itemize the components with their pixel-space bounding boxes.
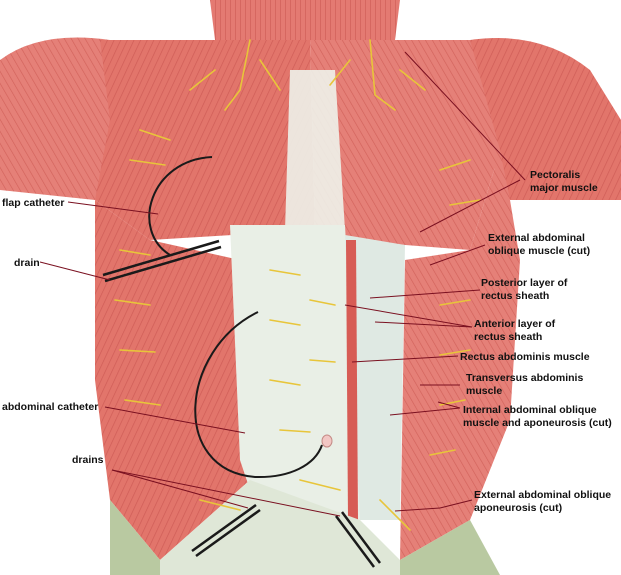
leader-lines	[39, 51, 526, 517]
drain-lower-left-a	[195, 508, 261, 558]
label-internal-oblique: Internal abdominal oblique muscle and ap…	[463, 404, 612, 429]
drain-upper-a	[104, 245, 222, 283]
right-pectoralis	[310, 40, 500, 250]
right-flank	[400, 150, 520, 560]
drain-lower-left-b	[191, 503, 257, 553]
annotations: Pectoralis major muscle External abdomin…	[2, 169, 614, 514]
label-anterior-sheath: Anterior layer of rectus sheath	[474, 318, 558, 343]
thigh-right	[400, 520, 500, 575]
thigh-left	[110, 500, 160, 575]
rectus-muscle-strip	[346, 240, 358, 520]
label-external-oblique-aponeurosis: External abdominal oblique aponeurosis (…	[474, 489, 614, 514]
nerves	[114, 39, 481, 531]
left-pectoralis	[95, 40, 315, 240]
umbilicus	[321, 434, 333, 448]
label-transversus: Transversus abdominis muscle	[466, 372, 586, 397]
sternum-fascia	[285, 70, 345, 250]
groin	[160, 480, 400, 575]
abdominal-catheter	[194, 311, 323, 479]
drain-lower-right-a	[334, 515, 376, 568]
left-flank	[95, 200, 250, 560]
rectus-sheath	[345, 235, 405, 520]
neck	[210, 0, 400, 40]
label-rectus: Rectus abdominis muscle	[460, 351, 590, 363]
label-abdominal-catheter: abdominal catheter	[2, 401, 98, 413]
label-external-oblique-cut: External abdominal oblique muscle (cut)	[488, 232, 590, 257]
label-drain: drain	[14, 257, 40, 269]
left-deltoid	[0, 37, 135, 200]
drain-lower-right-b	[340, 511, 382, 564]
label-flap-catheter: flap catheter	[2, 197, 64, 209]
flap-catheter	[148, 156, 213, 256]
label-posterior-sheath: Posterior layer of rectus sheath	[481, 277, 570, 302]
devices	[102, 156, 382, 568]
label-pectoralis: Pectoralis major muscle	[530, 169, 598, 194]
right-deltoid	[470, 38, 621, 200]
label-drains: drains	[72, 454, 104, 466]
drain-upper-b	[102, 239, 220, 277]
